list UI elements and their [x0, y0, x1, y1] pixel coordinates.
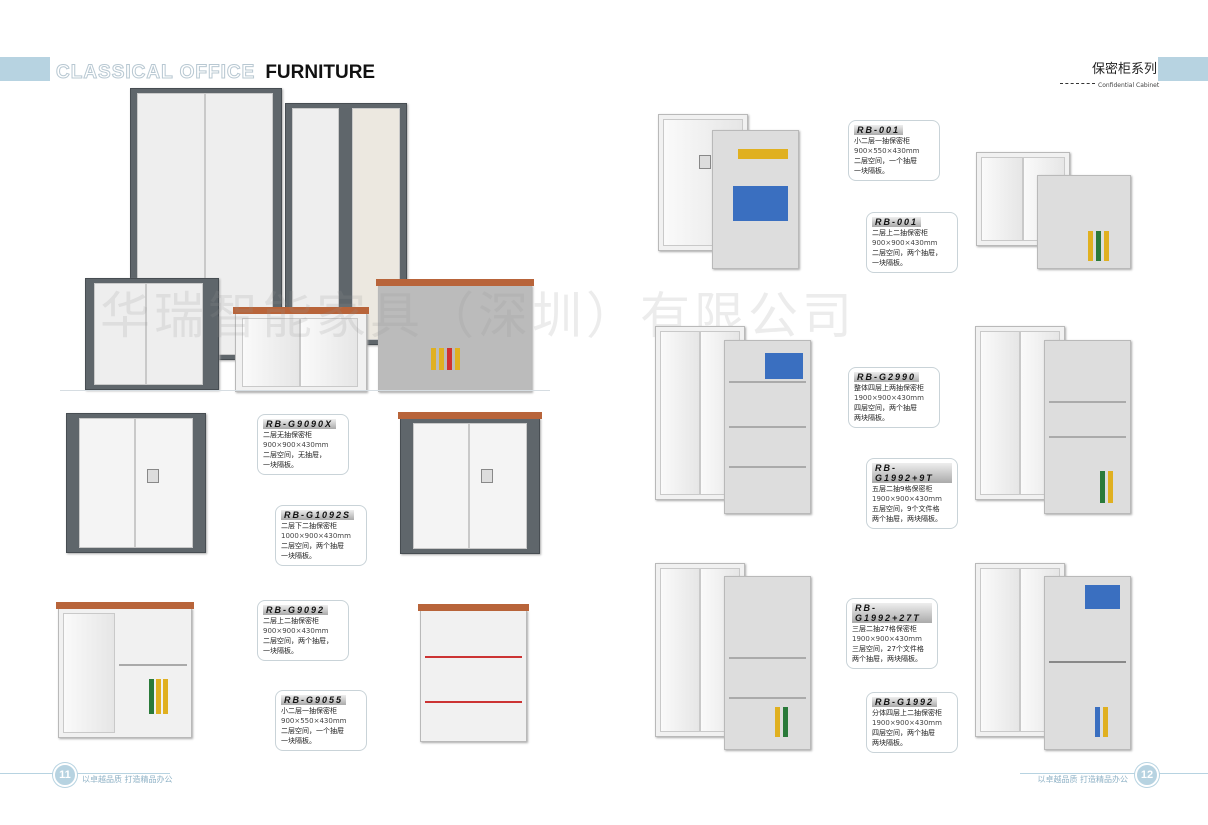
product-image-rb-g2990-open	[724, 340, 811, 514]
product-image-rb-g1992-open	[1044, 576, 1131, 750]
product-image-rb-g9092	[56, 602, 194, 738]
product-image-rb-g9090x	[66, 413, 206, 553]
product-image-rb-g1992-27t-open	[724, 576, 811, 750]
product-image-rb-001-open	[1037, 175, 1131, 269]
footer-line-right	[1020, 773, 1208, 774]
series-title: 保密柜系列	[1092, 62, 1158, 77]
footer-slogan-left: 以卓越品质 打造精品办公	[82, 775, 173, 784]
header-tab-left	[0, 57, 50, 81]
footer-slogan-right: 以卓越品质 打造精品办公	[1037, 775, 1128, 784]
product-image-rb-g9055	[418, 604, 529, 742]
series-subtitle: Confidential Cabinet	[1098, 82, 1160, 89]
title-bold: FURNITURE	[265, 62, 376, 83]
product-image-rb-g1992-9t-open	[1044, 340, 1131, 514]
title-light: CLASSICAL OFFICE	[55, 62, 256, 84]
divider	[60, 390, 550, 391]
product-image-rb-g1992	[975, 563, 1065, 737]
footer-line-left	[0, 773, 170, 774]
header-tab-right	[1158, 57, 1208, 81]
product-image-rb-001-small-open	[712, 130, 799, 269]
hero-product-photo	[85, 88, 535, 392]
series-divider	[1060, 83, 1095, 84]
page-number-left: 11	[53, 763, 77, 787]
page-number-right: 12	[1135, 763, 1159, 787]
product-image-rb-g1092s	[398, 412, 542, 554]
page-title: CLASSICAL OFFICE FURNITURE	[55, 62, 376, 84]
